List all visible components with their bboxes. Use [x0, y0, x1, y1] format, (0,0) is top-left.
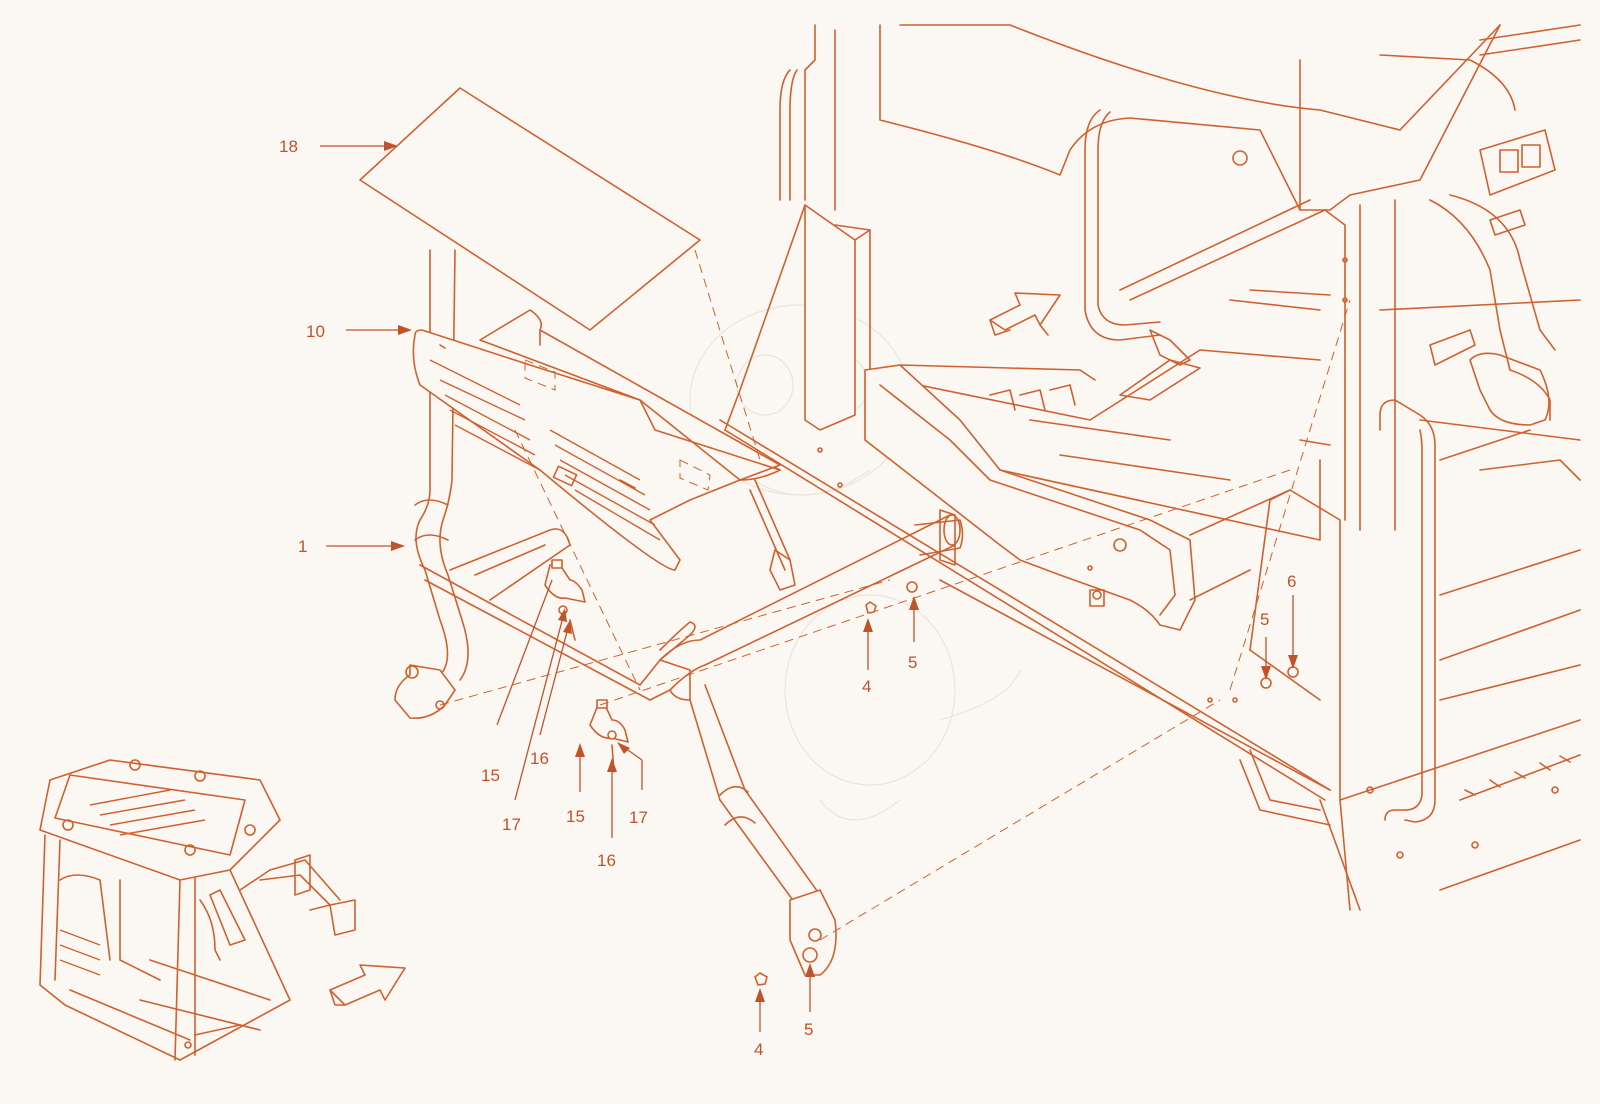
callout-6: 6 — [1287, 572, 1296, 591]
callout-leaders — [320, 141, 1298, 1032]
fasteners — [754, 581, 1299, 986]
callout-5: 5 — [908, 653, 917, 672]
overview-direction-arrow-icon — [329, 964, 406, 1006]
cab-structure — [719, 24, 1581, 911]
callout-15: 15 — [566, 807, 585, 826]
callout-4: 4 — [754, 1040, 763, 1059]
callout-labels: 18 10 1 15 16 17 15 16 17 4 5 5 6 4 5 — [279, 137, 1296, 1059]
callout-15: 15 — [481, 766, 500, 785]
callout-17: 17 — [502, 815, 521, 834]
cover-plate-part-18 — [359, 87, 701, 331]
machine-overview-icon — [39, 759, 356, 1061]
assembly-lines — [439, 249, 1351, 941]
callout-18: 18 — [279, 137, 298, 156]
callout-16: 16 — [597, 851, 616, 870]
callout-16: 16 — [530, 749, 549, 768]
vent-panel-part-10 — [412, 309, 796, 591]
clamp-parts — [544, 559, 629, 773]
callout-5: 5 — [1260, 610, 1269, 629]
front-direction-arrow-icon — [989, 292, 1061, 336]
callout-4: 4 — [862, 677, 871, 696]
callout-10: 10 — [306, 322, 325, 341]
callout-5: 5 — [804, 1020, 813, 1039]
callout-17: 17 — [629, 808, 648, 827]
guard-frame-part-1 — [394, 249, 961, 976]
callout-1: 1 — [298, 537, 307, 556]
